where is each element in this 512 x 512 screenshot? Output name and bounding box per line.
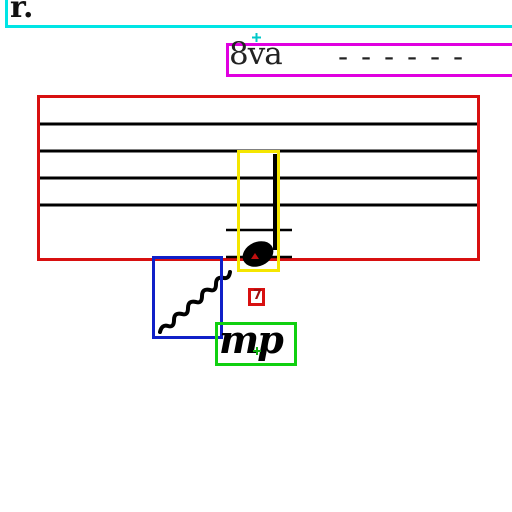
dynamic-box	[215, 322, 297, 366]
top-label-box	[5, 0, 512, 28]
small-mark-text: 7	[253, 288, 263, 303]
staff-center-marker-icon	[251, 253, 259, 259]
dynamic-text: mp	[219, 317, 284, 362]
octave-dashes: - - - - - -	[338, 40, 466, 73]
staff-lines	[40, 122, 477, 207]
glissando-box	[152, 256, 223, 339]
quarter-note-icon	[242, 154, 277, 267]
top-label-text: r.	[10, 0, 34, 25]
center-marker-icon	[252, 27, 261, 42]
octave-text: 8va	[229, 36, 283, 72]
small-mark-box	[248, 288, 265, 306]
wavy-line-icon	[158, 270, 232, 334]
note-box	[237, 150, 280, 272]
dynamic-center-marker-icon	[253, 340, 261, 355]
octave-box	[226, 43, 512, 77]
